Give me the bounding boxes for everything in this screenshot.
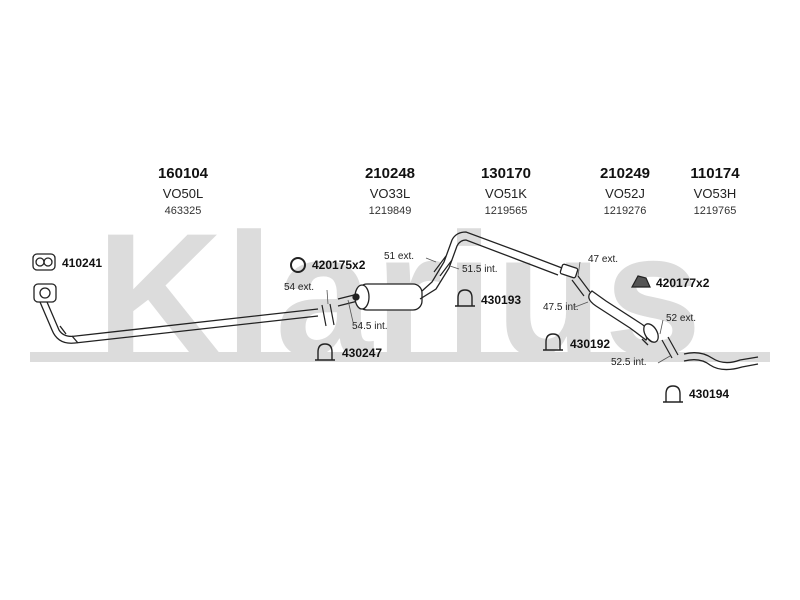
dimension-label: 52 ext. xyxy=(666,313,697,324)
part-ref: 1219276 xyxy=(603,205,647,217)
accessory-code-gasket: 410241 xyxy=(62,256,103,270)
part-code: VO53H xyxy=(693,186,737,201)
rubber-mount-icon xyxy=(630,275,651,288)
dimension-label: 51 ext. xyxy=(384,251,415,262)
leader-lines xyxy=(326,257,671,364)
accessory-code-clamp: 430194 xyxy=(689,387,730,401)
part-number: 160104 xyxy=(157,165,209,182)
part-number: 110174 xyxy=(690,165,740,182)
clamp-icon xyxy=(315,289,683,403)
part-code: VO51K xyxy=(485,186,527,201)
rear-silencer xyxy=(588,290,759,371)
front-pipe xyxy=(33,283,319,344)
part-code: VO52J xyxy=(605,186,645,201)
o-ring-icon xyxy=(290,257,306,273)
dimension-label: 47 ext. xyxy=(588,254,619,265)
part-ref: 1219565 xyxy=(484,205,528,217)
part-number: 210248 xyxy=(364,165,416,182)
joint-markers xyxy=(321,255,679,359)
accessory-code-clamp: 430247 xyxy=(342,346,383,360)
watermark-underline xyxy=(30,352,770,362)
front-silencer xyxy=(337,231,579,311)
part-ref: 463325 xyxy=(164,205,202,217)
gasket-icon xyxy=(32,253,56,271)
dimension-label: 51.5 int. xyxy=(462,264,498,275)
accessory-code-rubber-mount: 420177x2 xyxy=(656,276,710,290)
dimension-label: 54 ext. xyxy=(284,282,315,293)
dimension-label: 54.5 int. xyxy=(352,321,388,332)
part-code: VO50L xyxy=(162,186,204,201)
part-number: 210249 xyxy=(599,165,651,182)
part-ref: 1219849 xyxy=(368,205,412,217)
accessory-code-clamp: 430193 xyxy=(481,293,522,307)
dimension-label: 52.5 int. xyxy=(611,357,647,368)
part-ref: 1219765 xyxy=(693,205,737,217)
dimension-label: 47.5 int. xyxy=(543,302,579,313)
part-number: 130170 xyxy=(480,165,532,182)
accessory-code-o-ring: 420175x2 xyxy=(312,258,366,272)
accessory-code-clamp: 430192 xyxy=(570,337,611,351)
part-code: VO33L xyxy=(369,186,411,201)
